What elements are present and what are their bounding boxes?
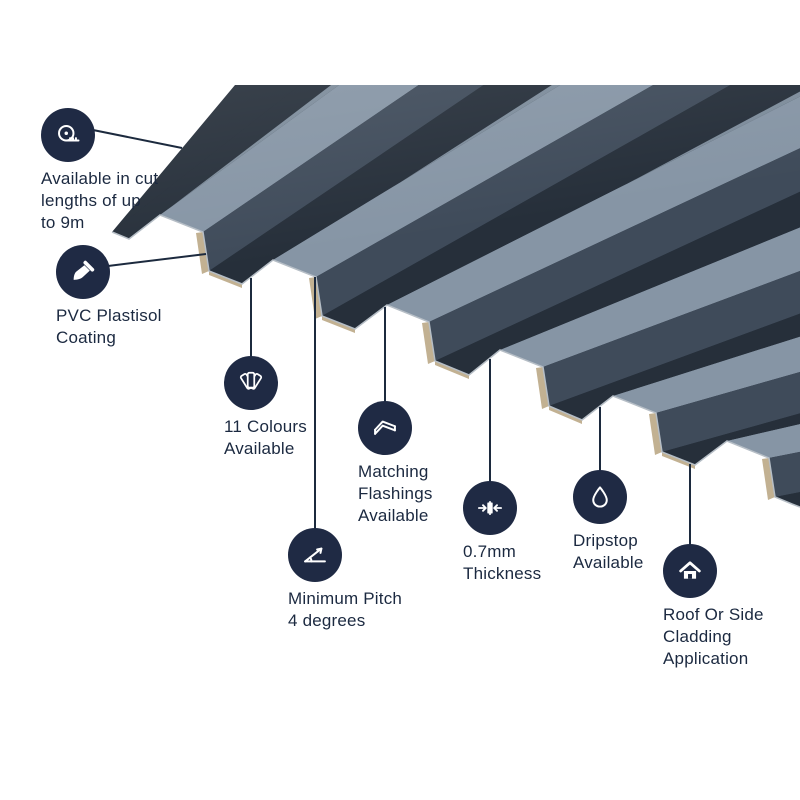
paintbrush-icon (56, 245, 110, 299)
feature-label: PVC Plastisol Coating (56, 305, 162, 349)
sheet-cut-edge (111, 214, 800, 508)
feature-label: Matching Flashings Available (358, 461, 433, 527)
label-line: Cladding (663, 627, 732, 646)
feature-flashings: Matching Flashings Available (358, 401, 433, 527)
thickness-icon (463, 481, 517, 535)
label-line: 0.7mm (463, 542, 516, 561)
house-icon (663, 544, 717, 598)
label-line: Flashings (358, 484, 433, 503)
feature-thickness: 0.7mm Thickness (463, 481, 541, 585)
droplet-icon (573, 470, 627, 524)
label-line: Matching (358, 462, 429, 481)
flashing-icon (358, 401, 412, 455)
feature-label: Roof Or Side Cladding Application (663, 604, 764, 670)
sheet-surface (112, 85, 800, 507)
feature-label: 11 Colours Available (224, 416, 307, 460)
tape-measure-icon (41, 108, 95, 162)
colour-fan-icon (224, 356, 278, 410)
label-line: Roof Or Side (663, 605, 764, 624)
feature-label: 0.7mm Thickness (463, 541, 541, 585)
label-line: Available (573, 553, 644, 572)
label-line: Application (663, 649, 749, 668)
label-line: Thickness (463, 564, 542, 583)
label-line: Available (358, 506, 429, 525)
leader-lines (92, 129, 691, 545)
label-line: 4 degrees (288, 611, 366, 630)
feature-cut-lengths: Available in cut lengths of up to 9m (41, 108, 158, 234)
feature-label: Dripstop Available (573, 530, 643, 574)
label-line: 11 Colours (224, 417, 307, 436)
leader-line (92, 129, 183, 149)
feature-minimum-pitch: Minimum Pitch 4 degrees (288, 528, 402, 632)
label-line: to 9m (41, 213, 85, 232)
label-line: lengths of up (41, 191, 141, 210)
feature-colours: 11 Colours Available (224, 356, 307, 460)
feature-cladding: Roof Or Side Cladding Application (663, 544, 764, 670)
feature-label: Minimum Pitch 4 degrees (288, 588, 402, 632)
feature-coating: PVC Plastisol Coating (56, 245, 162, 349)
label-line: Available in cut (41, 169, 159, 188)
label-line: Dripstop (573, 531, 638, 550)
feature-label: Available in cut lengths of up to 9m (41, 168, 158, 234)
feature-dripstop: Dripstop Available (573, 470, 643, 574)
label-line: PVC Plastisol (56, 306, 162, 325)
pitch-angle-icon (288, 528, 342, 582)
label-line: Coating (56, 328, 116, 347)
label-line: Available (224, 439, 295, 458)
label-line: Minimum Pitch (288, 589, 403, 608)
leader-line (107, 253, 207, 267)
